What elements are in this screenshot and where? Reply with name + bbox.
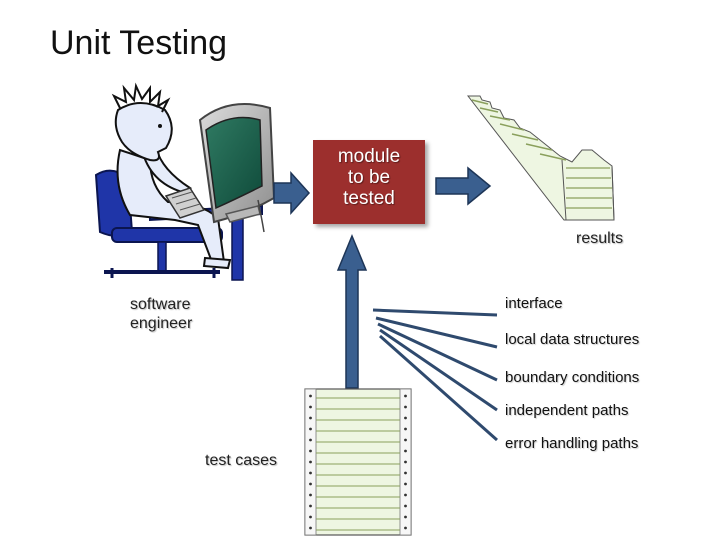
tractor-hole [404,416,407,420]
aspect-interface: interface [505,295,563,312]
aspect-local-data-structures: local data structures [505,331,640,348]
connector-local-data [375,316,498,349]
tractor-hole [404,438,407,442]
tractor-hole [309,449,312,453]
software-engineer-label-line-2: engineer [130,315,193,332]
tractor-hole [309,438,312,442]
module-label-line-3: tested [343,188,395,209]
connector-interface [372,308,498,317]
tractor-hole [404,405,407,409]
module-under-test-box [313,140,425,224]
tractor-hole [404,493,407,497]
test-cases-printout-icon [304,388,412,536]
results-printout-icon [466,95,615,221]
engineer-illustration [94,82,276,281]
connector-error-handling [379,334,498,442]
tractor-hole [309,394,312,398]
aspect-connector-lines [372,308,498,442]
arrow-engineer-to-module [273,171,311,215]
tractor-hole [404,482,407,486]
tractor-hole [404,471,407,475]
tractor-hole [309,460,312,464]
tractor-hole [404,526,407,530]
tractor-hole [309,471,312,475]
connector-boundary [377,322,498,382]
keyboard-icon [164,187,206,219]
tractor-hole [309,482,312,486]
arrow-testcases-to-module [336,234,368,389]
tractor-hole [309,515,312,519]
computer-monitor-icon [198,103,276,233]
tractor-hole [404,449,407,453]
tractor-hole [309,405,312,409]
arrow-module-to-results [435,166,492,206]
tractor-hole [309,526,312,530]
software-engineer-label-line-1: software [130,296,191,313]
module-label-line-2: to be [347,167,391,188]
tractor-hole [404,427,407,431]
module-label-line-1: module [337,146,401,167]
tractor-hole [309,504,312,508]
tractor-hole [404,515,407,519]
tractor-hole [404,504,407,508]
aspect-independent-paths: independent paths [505,402,629,419]
tractor-hole [404,460,407,464]
tractor-hole [309,416,312,420]
results-label: results [576,230,624,247]
tractor-hole [309,427,312,431]
slide-title: Unit Testing [50,24,228,62]
test-cases-label: test cases [205,452,278,469]
tractor-hole [404,394,407,398]
module-under-test-label: module to be tested [313,146,425,209]
aspect-boundary-conditions: boundary conditions [505,369,640,386]
aspect-error-handling-paths: error handling paths [505,435,639,452]
software-engineer-label: software engineer [130,295,192,333]
tractor-hole [309,493,312,497]
connector-paths [379,328,498,412]
